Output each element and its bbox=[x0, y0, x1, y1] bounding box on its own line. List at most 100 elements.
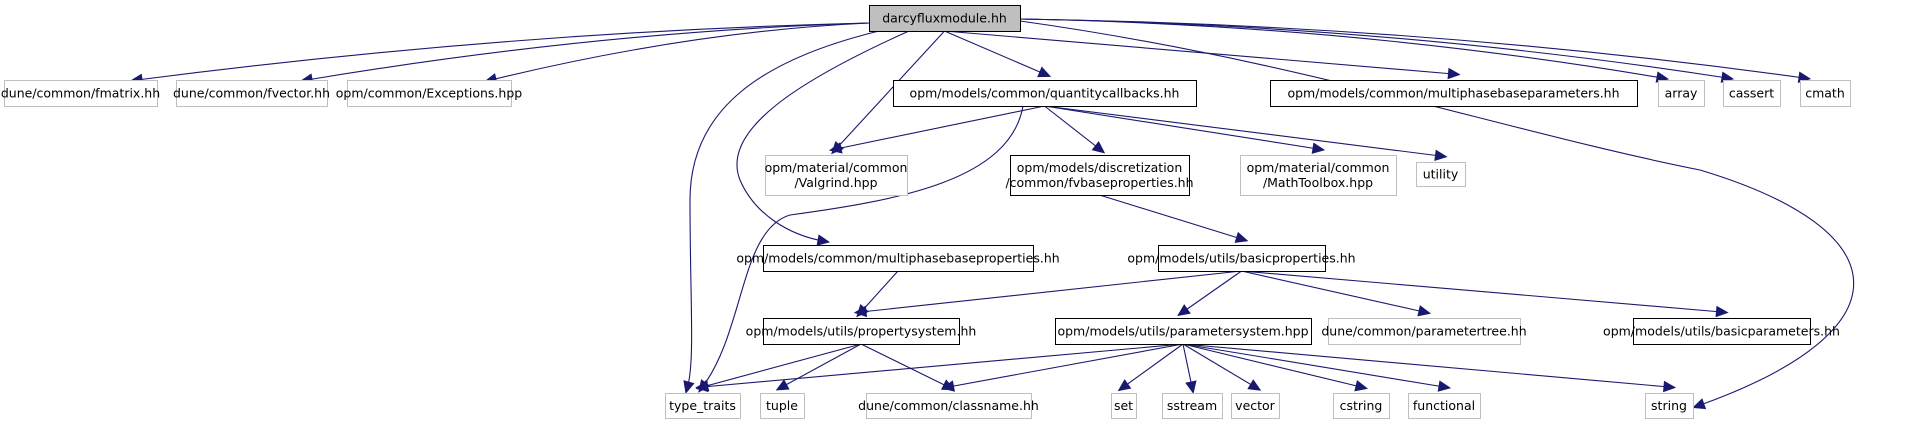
edge-paramsystem-to-vector bbox=[1182, 343, 1256, 388]
arrowhead-basicprops-to-basicparams bbox=[1715, 305, 1729, 318]
arrowhead-paramsystem-to-sstream bbox=[1185, 380, 1197, 395]
node-box-basicprops[interactable] bbox=[1158, 245, 1326, 272]
edge-root-to-mpbaseprops bbox=[736, 30, 910, 242]
edge-root-to-string bbox=[1019, 20, 1855, 407]
arrowhead-basicprops-to-paramsystem bbox=[1177, 304, 1191, 317]
node-fvector: dune/common/fvector.hh bbox=[173, 80, 330, 107]
edge-root-to-fvector bbox=[306, 22, 870, 81]
node-label: string bbox=[1651, 398, 1687, 413]
node-box-fvbaseprops[interactable] bbox=[1010, 155, 1190, 196]
edge-root-to-valgrind bbox=[835, 30, 945, 150]
node-box-fmatrix bbox=[4, 80, 158, 107]
edge-root-to-fmatrix bbox=[136, 22, 870, 81]
edge-quantitycallbacks-to-type_traits bbox=[702, 105, 1024, 388]
edge-propsystem-to-classname bbox=[860, 343, 949, 388]
node-label: dune/common/classname.hh bbox=[858, 398, 1039, 413]
node-string: string bbox=[1645, 393, 1694, 419]
node-box-paramtree bbox=[1328, 318, 1521, 345]
node-box-mpbaseparams[interactable] bbox=[1270, 80, 1638, 107]
node-label: tuple bbox=[766, 398, 798, 413]
node-set: set bbox=[1111, 393, 1137, 419]
arrowhead-quantitycallbacks-to-utility bbox=[1434, 149, 1448, 162]
node-root[interactable]: darcyfluxmodule.hh bbox=[869, 5, 1021, 32]
node-utility: utility bbox=[1416, 162, 1466, 187]
edge-mpbaseprops-to-propsystem bbox=[860, 270, 899, 313]
node-mathtoolbox: opm/material/common/MathToolbox.hpp bbox=[1240, 155, 1397, 196]
arrowhead-root-to-quantitycallbacks bbox=[1037, 66, 1052, 78]
node-label: /MathToolbox.hpp bbox=[1263, 175, 1373, 190]
arrowhead-root-to-mpbaseprops bbox=[816, 234, 831, 246]
node-box-basicparams[interactable] bbox=[1633, 318, 1811, 345]
node-quantitycallbacks[interactable]: opm/models/common/quantitycallbacks.hh bbox=[893, 80, 1197, 107]
node-label: sstream bbox=[1167, 398, 1217, 413]
node-basicprops[interactable]: opm/models/utils/basicproperties.hh bbox=[1127, 245, 1356, 272]
node-box-quantitycallbacks[interactable] bbox=[893, 80, 1197, 107]
node-label: opm/models/utils/parametersystem.hpp bbox=[1057, 324, 1308, 339]
arrowhead-basicprops-to-paramtree bbox=[1417, 305, 1432, 317]
edge-basicprops-to-paramtree bbox=[1241, 270, 1425, 313]
node-box-sstream bbox=[1162, 393, 1223, 419]
edge-basicprops-to-basicparams bbox=[1241, 270, 1722, 313]
edge-basicprops-to-propsystem bbox=[860, 270, 1242, 313]
node-box-root[interactable] bbox=[869, 5, 1021, 32]
node-label: opm/models/common/multiphasebaseparamete… bbox=[1287, 86, 1619, 101]
node-box-classname bbox=[866, 393, 1032, 419]
node-label: functional bbox=[1413, 398, 1475, 413]
arrowhead-paramsystem-to-vector bbox=[1247, 379, 1262, 391]
arrowhead-paramsystem-to-string bbox=[1663, 380, 1677, 393]
edge-quantitycallbacks-to-mathtoolbox bbox=[1044, 105, 1319, 150]
node-box-paramsystem[interactable] bbox=[1055, 318, 1312, 345]
arrowhead-root-to-type_traits bbox=[683, 380, 695, 394]
node-box-valgrind bbox=[765, 155, 908, 196]
node-box-cstring bbox=[1333, 393, 1390, 419]
node-label: opm/models/utils/propertysystem.hh bbox=[746, 324, 977, 339]
node-mpbaseprops[interactable]: opm/models/common/multiphasebaseproperti… bbox=[736, 245, 1060, 272]
node-box-vector bbox=[1231, 393, 1280, 419]
node-label: set bbox=[1114, 398, 1133, 413]
node-box-propsystem[interactable] bbox=[763, 318, 960, 345]
node-box-mpbaseprops[interactable] bbox=[763, 245, 1034, 272]
arrowhead-propsystem-to-tuple bbox=[775, 379, 790, 391]
node-label: /Valgrind.hpp bbox=[794, 175, 877, 190]
node-fvbaseprops[interactable]: opm/models/discretization/common/fvbasep… bbox=[1005, 155, 1194, 196]
node-basicparams[interactable]: opm/models/utils/basicparameters.hh bbox=[1603, 318, 1840, 345]
node-label: opm/models/common/quantitycallbacks.hh bbox=[910, 86, 1180, 101]
edge-paramsystem-to-sstream bbox=[1182, 343, 1193, 388]
node-box-cassert bbox=[1723, 80, 1781, 107]
node-classname: dune/common/classname.hh bbox=[858, 393, 1039, 419]
node-box-string bbox=[1645, 393, 1694, 419]
node-label: opm/material/common bbox=[1247, 160, 1390, 175]
node-mpbaseparams[interactable]: opm/models/common/multiphasebaseparamete… bbox=[1270, 80, 1638, 107]
edge-paramsystem-to-classname bbox=[948, 343, 1184, 388]
arrowhead-paramsystem-to-cstring bbox=[1354, 380, 1369, 392]
node-label: cstring bbox=[1340, 398, 1383, 413]
node-label: type_traits bbox=[669, 398, 736, 413]
node-label: opm/models/discretization bbox=[1017, 160, 1183, 175]
node-label: opm/models/common/multiphasebaseproperti… bbox=[736, 251, 1059, 266]
node-box-utility bbox=[1416, 162, 1466, 187]
edge-quantitycallbacks-to-fvbaseprops bbox=[1044, 105, 1100, 150]
node-label: opm/models/utils/basicproperties.hh bbox=[1127, 251, 1355, 266]
edge-fvbaseprops-to-basicprops bbox=[1099, 194, 1242, 240]
nodes-layer: darcyfluxmodule.hh dune/common/fmatrix.hh… bbox=[1, 5, 1851, 419]
edge-quantitycallbacks-to-valgrind bbox=[835, 105, 1045, 150]
node-type_traits: type_traits bbox=[665, 393, 741, 419]
node-label: dune/common/parametertree.hh bbox=[1321, 324, 1526, 339]
node-vector: vector bbox=[1231, 393, 1280, 419]
edge-root-to-exceptions bbox=[490, 22, 870, 81]
node-paramsystem[interactable]: opm/models/utils/parametersystem.hpp bbox=[1055, 318, 1312, 345]
edge-root-to-array bbox=[1019, 18, 1663, 79]
node-fmatrix: dune/common/fmatrix.hh bbox=[1, 80, 160, 107]
node-functional: functional bbox=[1408, 393, 1481, 419]
node-cassert: cassert bbox=[1723, 80, 1781, 107]
arrowhead-fvbaseprops-to-basicprops bbox=[1234, 231, 1249, 243]
edge-paramsystem-to-string bbox=[1182, 343, 1670, 388]
arrowhead-quantitycallbacks-to-mathtoolbox bbox=[1311, 142, 1326, 154]
node-label: dune/common/fmatrix.hh bbox=[1, 86, 160, 101]
node-box-set bbox=[1111, 393, 1137, 419]
edge-basicprops-to-paramsystem bbox=[1182, 270, 1242, 313]
node-propsystem[interactable]: opm/models/utils/propertysystem.hh bbox=[746, 318, 977, 345]
edge-root-to-type_traits bbox=[686, 30, 880, 388]
edge-quantitycallbacks-to-utility bbox=[1044, 105, 1441, 157]
